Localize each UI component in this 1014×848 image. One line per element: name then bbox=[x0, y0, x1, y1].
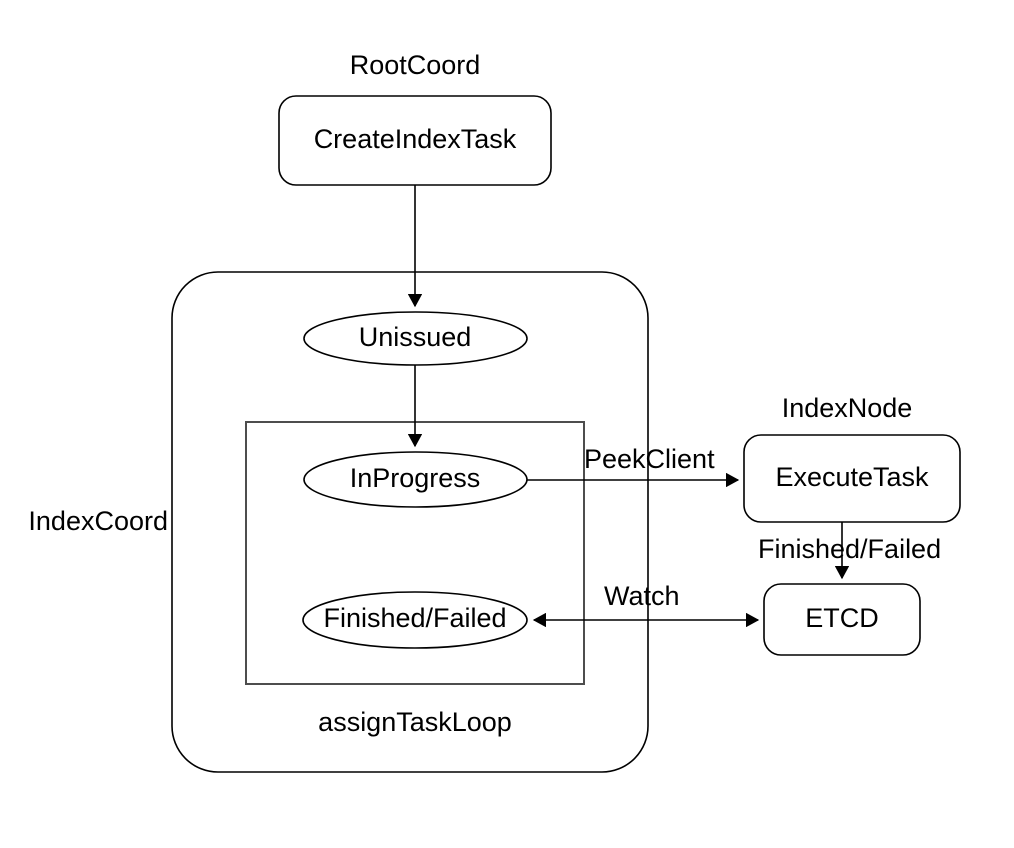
etcd-box[interactable] bbox=[763, 583, 921, 656]
edge-label-watch: Watch bbox=[604, 581, 680, 611]
assign-task-loop-label: assignTaskLoop bbox=[318, 707, 512, 737]
root-coord-label: RootCoord bbox=[350, 50, 481, 80]
execute-task-label: ExecuteTask bbox=[775, 462, 929, 492]
state-inprogress-label: InProgress bbox=[350, 463, 481, 493]
state-finished-failed-ellipse[interactable] bbox=[302, 591, 528, 649]
index-coord-container bbox=[171, 271, 649, 773]
state-unissued-label: Unissued bbox=[359, 322, 472, 352]
index-coord-label: IndexCoord bbox=[28, 506, 168, 536]
edge-label-finished-failed: Finished/Failed bbox=[758, 534, 941, 564]
create-index-task-label: CreateIndexTask bbox=[314, 124, 517, 154]
state-finished-failed-label: Finished/Failed bbox=[323, 603, 506, 633]
execute-task-box[interactable] bbox=[743, 434, 961, 523]
edge-label-peek-client: PeekClient bbox=[584, 444, 715, 474]
etcd-label: ETCD bbox=[805, 603, 879, 633]
index-node-label: IndexNode bbox=[782, 393, 913, 423]
